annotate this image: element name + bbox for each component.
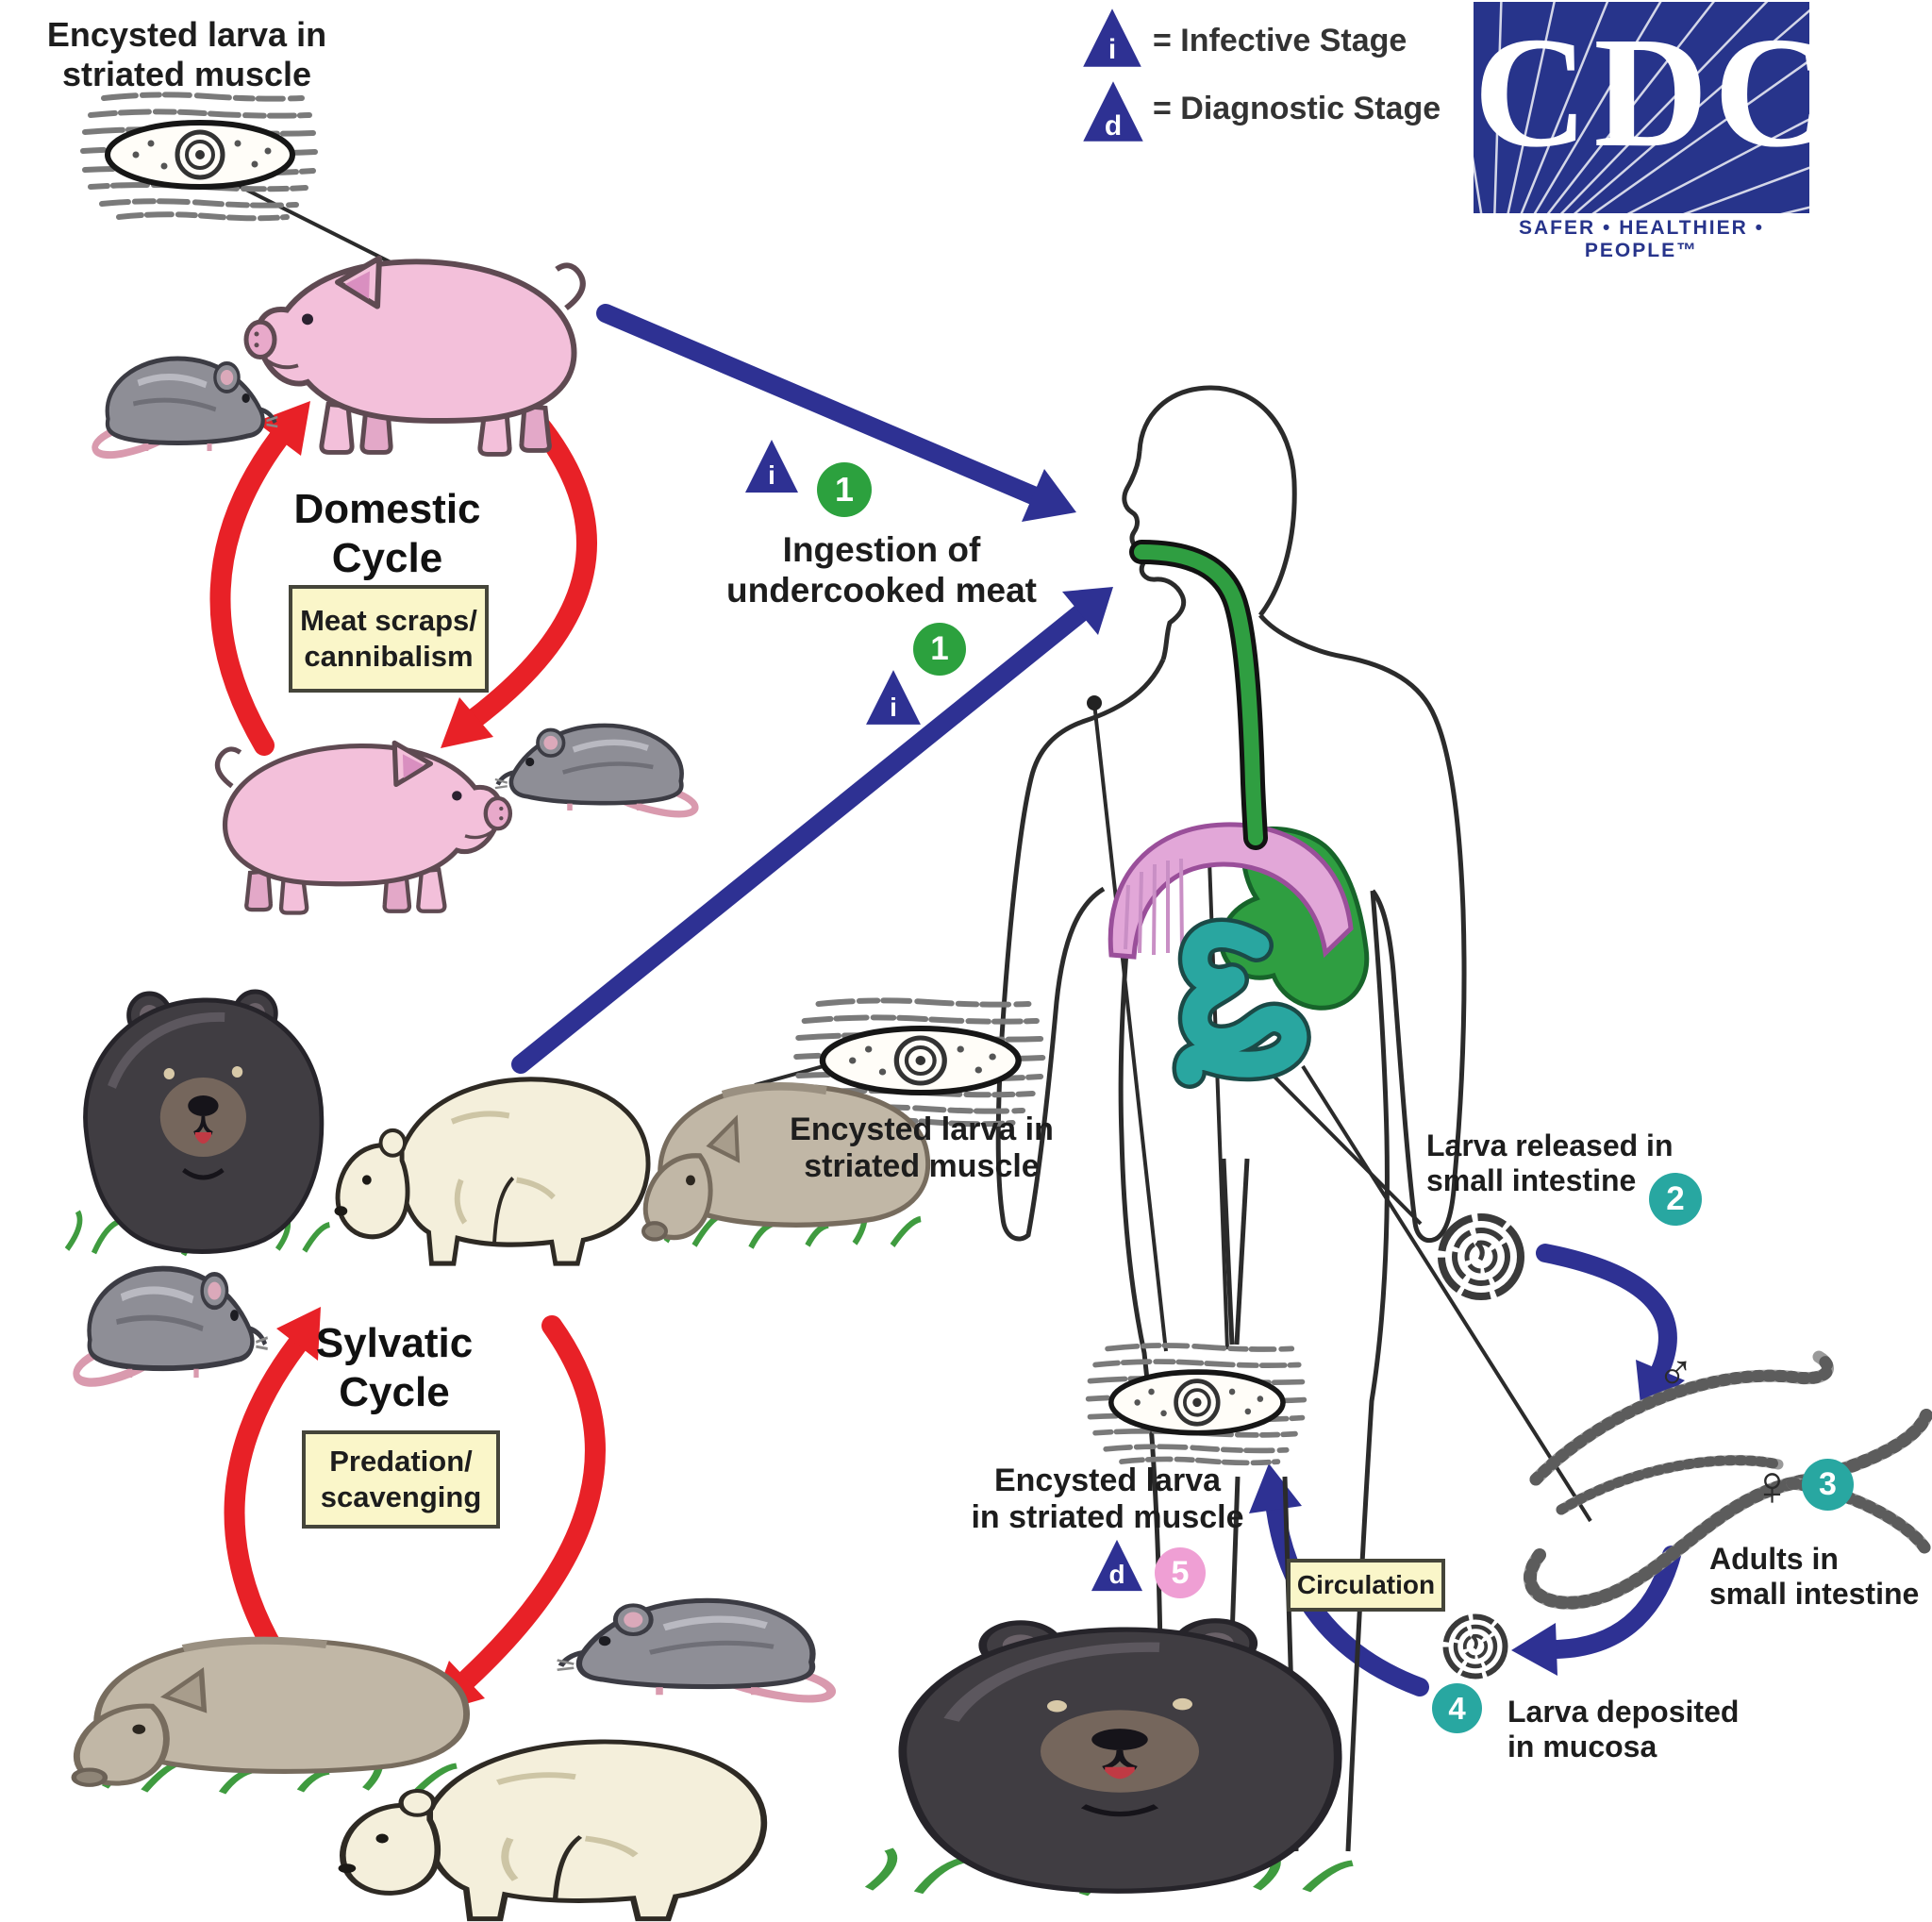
coiled-larva-step2 <box>1441 1217 1521 1296</box>
diagnostic-marker-letter: d <box>1108 1559 1125 1589</box>
domestic-cycle-title: Domestic Cycle <box>293 486 481 581</box>
diagnostic-marker-icon: d <box>1087 1538 1147 1593</box>
infective-marker-2-letter: i <box>890 693 897 723</box>
infective-stage-label: = Infective Stage <box>1153 23 1407 58</box>
domestic-cycle-arrows <box>209 412 597 756</box>
rat-sylvatic-top <box>76 1269 268 1383</box>
encysted-larva-sylvatic-label: Encysted larva in striated muscle <box>790 1111 1054 1185</box>
cdc-logo-text: CDC <box>1474 5 1809 180</box>
diagnostic-stage-icon: d <box>1081 75 1145 147</box>
step-1-badge-b: 1 <box>913 623 966 676</box>
adult-worms <box>1524 1350 1932 1610</box>
circulation-box: Circulation <box>1287 1559 1445 1612</box>
intestines-organ <box>1172 917 1311 1089</box>
diaphragm-organ <box>1108 822 1354 960</box>
esophagus-organ <box>1129 540 1268 850</box>
boar-sylvatic-bottom <box>74 1640 466 1793</box>
infective-stage-icon: i <box>1081 6 1143 70</box>
predation-box: Predation/ scavenging <box>302 1430 500 1529</box>
meat-scraps-box-label: Meat scraps/ cannibalism <box>300 604 477 673</box>
coiled-larva-step4 <box>1446 1617 1506 1677</box>
diagnostic-stage-label: = Diagnostic Stage <box>1153 91 1441 126</box>
step-4-badge: 4 <box>1432 1683 1482 1733</box>
infective-stage-letter: i <box>1108 33 1117 65</box>
sylvatic-cycle-arrows <box>224 1315 606 1690</box>
cdc-tagline: SAFER • HEALTHIER • PEOPLE™ <box>1519 217 1764 261</box>
rat-domestic-bottom <box>495 726 695 814</box>
female-symbol: ♀ <box>1751 1454 1793 1517</box>
sylvatic-cycle-title: Sylvatic Cycle <box>315 1320 474 1415</box>
muscle-tissue-top <box>83 94 315 218</box>
ingestion-arrowheads <box>1022 469 1113 635</box>
encysted-larva-top-label: Encysted larva in striated muscle <box>46 15 327 93</box>
adults-label: Adults in small intestine <box>1709 1542 1920 1612</box>
infective-marker-1-letter: i <box>768 460 775 491</box>
polar-bear-sylvatic-bottom <box>339 1742 764 1919</box>
ingestion-label: Ingestion of undercooked meat <box>726 530 1037 610</box>
leader-dot-chest <box>1087 695 1102 710</box>
diagnostic-stage-letter: d <box>1104 110 1123 142</box>
larva-released-label: Larva released in small intestine <box>1426 1128 1674 1198</box>
predation-box-label: Predation/ scavenging <box>320 1445 482 1513</box>
larva-deposited-label: Larva deposited in mucosa <box>1507 1695 1740 1764</box>
black-bear-sylvatic-bottom <box>869 1621 1353 1895</box>
cdc-logo-rays <box>1474 2 1809 213</box>
polar-bear-sylvatic-top <box>335 1079 649 1263</box>
step-5-badge: 5 <box>1155 1547 1206 1598</box>
cdc-logo: CDC <box>1474 2 1809 213</box>
step-2-badge: 2 <box>1649 1173 1702 1226</box>
ingestion-arrows <box>511 304 1090 1074</box>
infective-marker-2-icon: i <box>862 668 924 727</box>
rat-domestic-top <box>95 359 278 455</box>
rat-sylvatic-bottom <box>558 1600 831 1698</box>
circulation-box-label: Circulation <box>1296 1569 1436 1599</box>
male-symbol: ♂ <box>1657 1345 1695 1401</box>
internal-stage-arrows <box>1266 1244 1681 1696</box>
pig-bottom <box>217 743 509 912</box>
step-3-badge: 3 <box>1802 1459 1854 1511</box>
meat-scraps-box: Meat scraps/ cannibalism <box>289 585 489 693</box>
black-bear-sylvatic-top <box>67 992 329 1255</box>
domestic-cycle-arrowheads <box>256 401 493 748</box>
step-1-badge-a: 1 <box>817 462 872 517</box>
infective-marker-1-icon: i <box>741 438 802 494</box>
muscle-tissue-human <box>1089 1345 1305 1462</box>
encysted-larva-human-label: Encysted larva in striated muscle <box>971 1462 1244 1536</box>
